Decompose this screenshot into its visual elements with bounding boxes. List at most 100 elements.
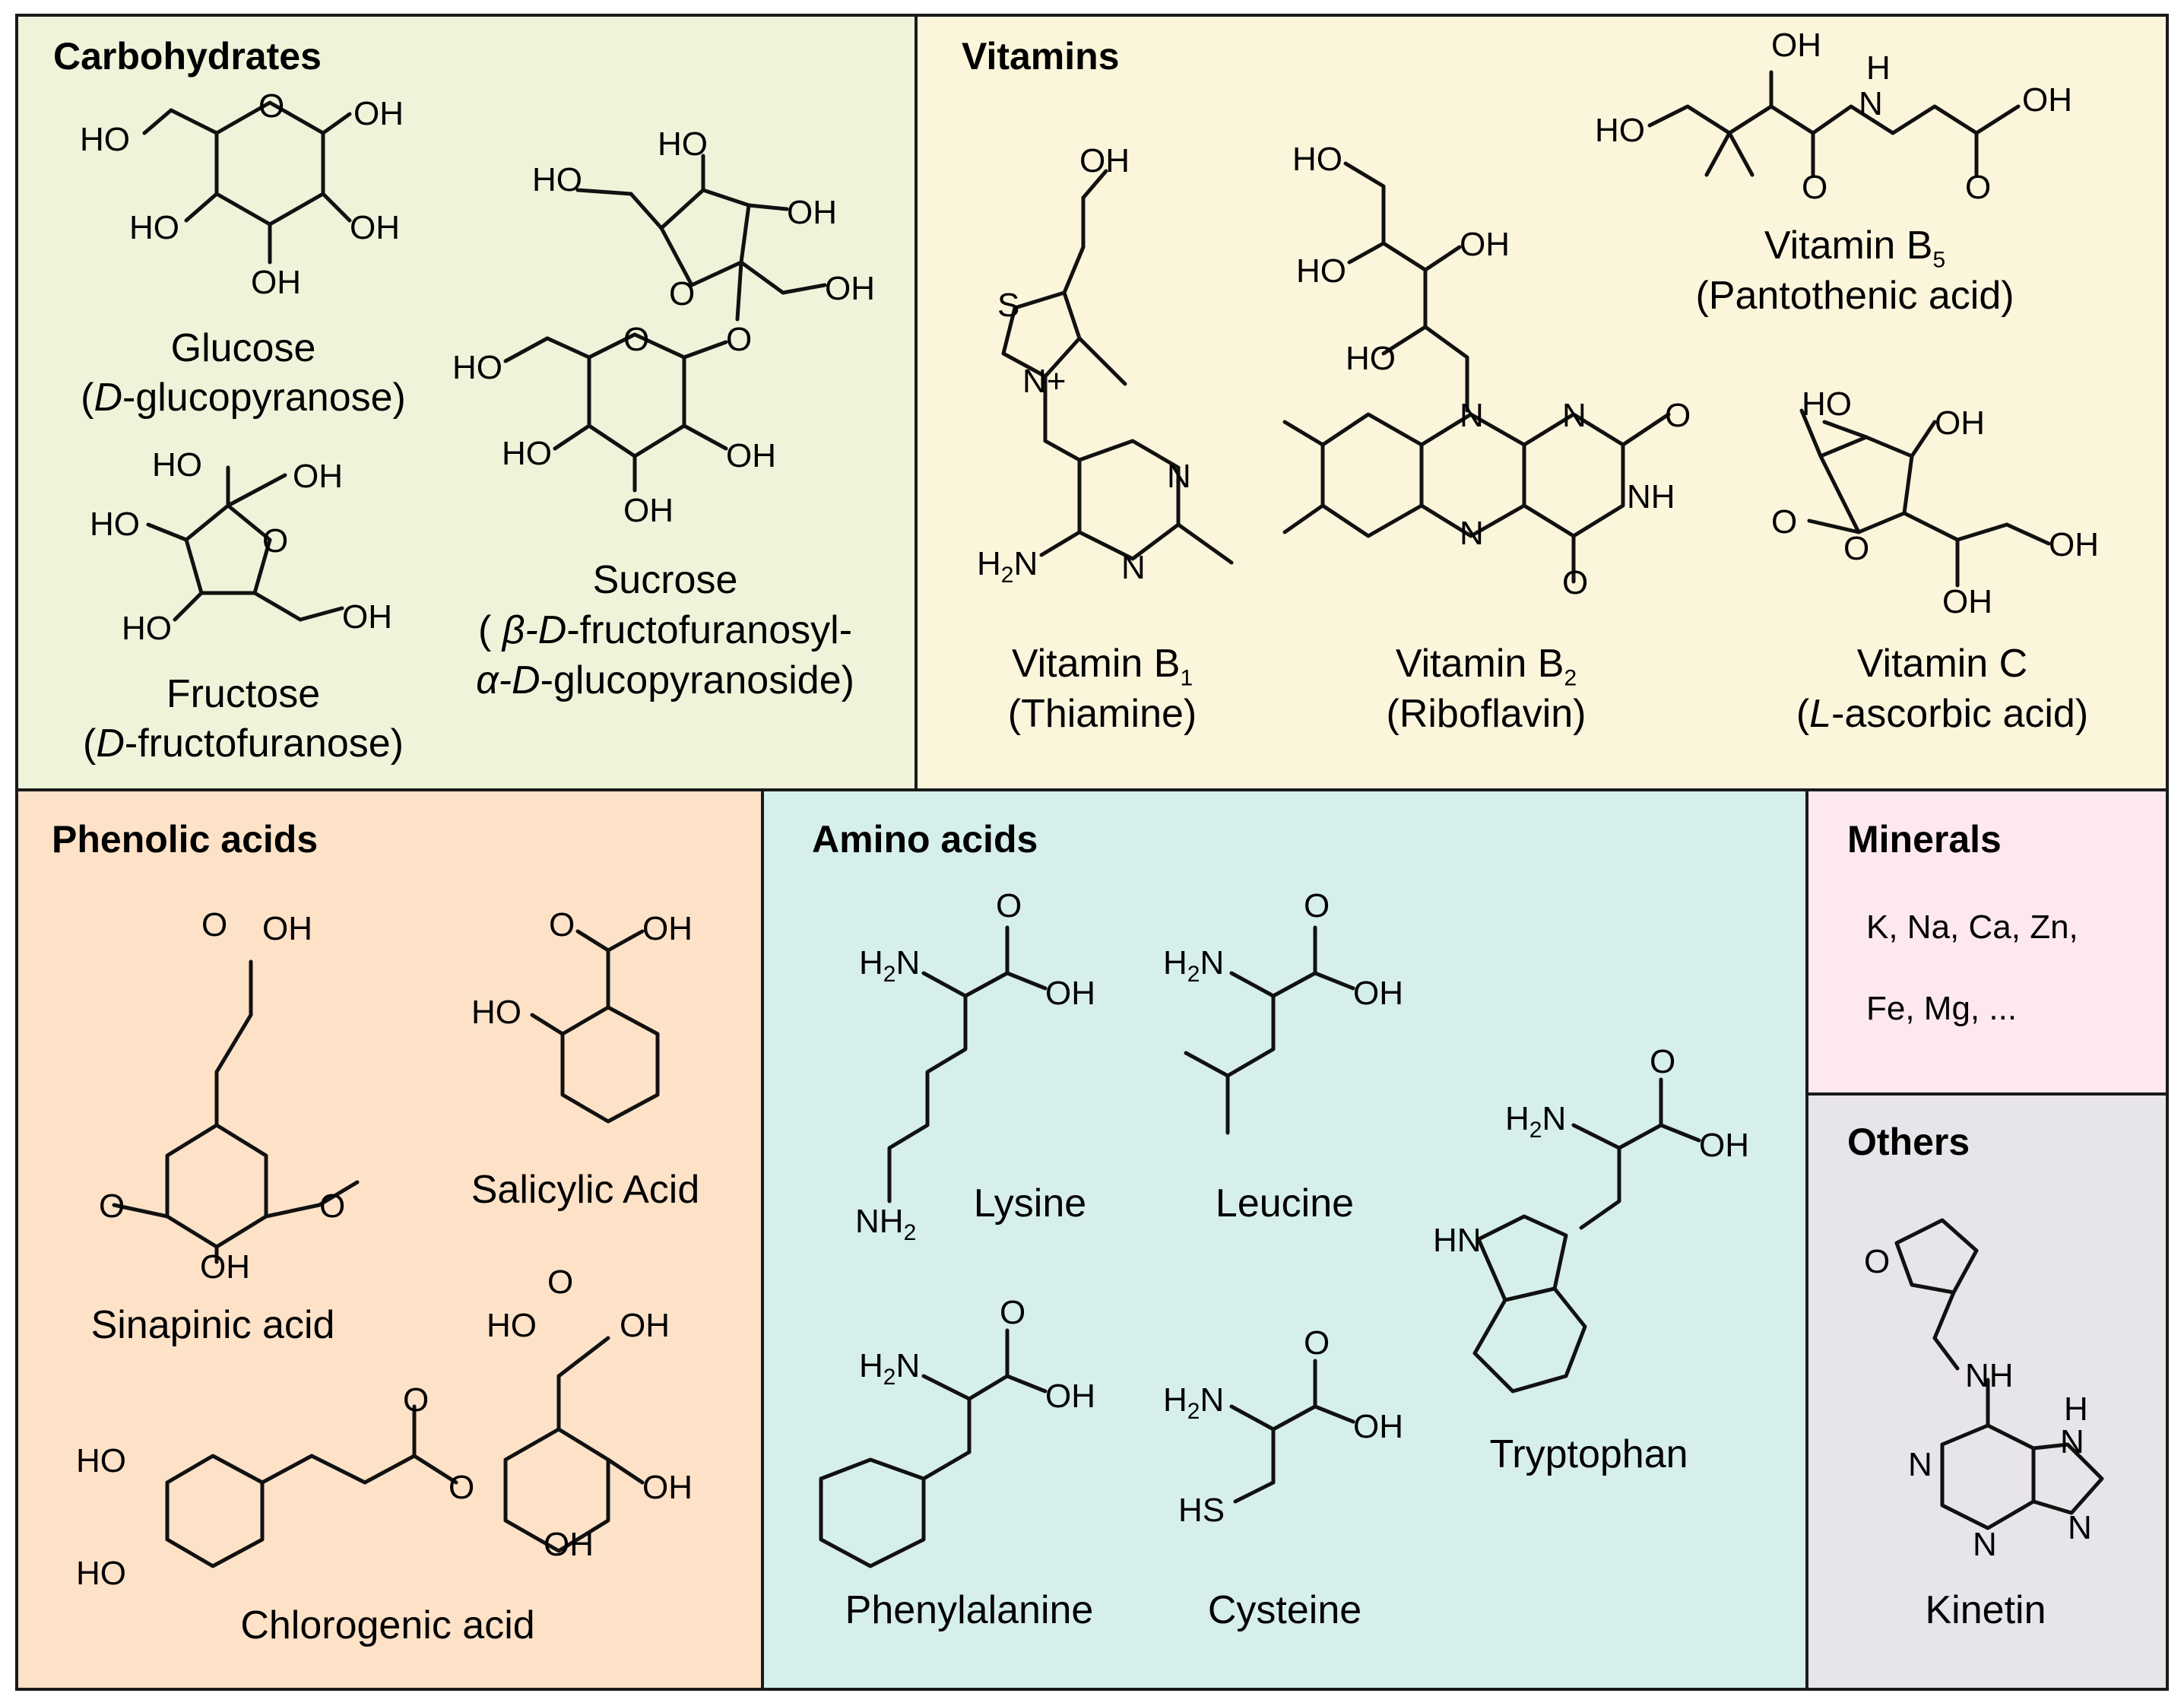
- atom-label: O: [549, 906, 575, 943]
- atom-label: OH: [1771, 27, 1821, 64]
- atom-label: O: [1304, 1324, 1330, 1362]
- atom-label: OH: [1942, 583, 1992, 620]
- atom-label: HO: [1296, 252, 1346, 290]
- atom-label: S: [997, 287, 1020, 324]
- cysteine-name: Cysteine: [1207, 1588, 1362, 1632]
- ascorbic-acid-structure: [1799, 408, 2051, 588]
- glucose-name: Glucose: [170, 326, 316, 370]
- vitamins-title: Vitamins: [962, 35, 1120, 78]
- atom-label: O: [403, 1381, 430, 1419]
- vitamin-b5-name: Vitamin B5: [1764, 224, 1946, 273]
- sucrose-iupac-line1: ( β-D-fructofuranosyl-: [477, 608, 853, 652]
- atom-label: OH: [1045, 1378, 1095, 1415]
- atom-label: O: [1304, 887, 1330, 924]
- atom-label: OH: [200, 1248, 250, 1286]
- vitamins-panel: [914, 14, 2169, 791]
- atom-label: OH: [293, 458, 343, 495]
- atom-label: O: [319, 1188, 346, 1225]
- atom-label: H: [1866, 49, 1891, 87]
- kinetin-name: Kinetin: [1925, 1588, 2046, 1632]
- atom-label: OH: [2049, 526, 2099, 563]
- atom-label: HO: [90, 506, 140, 543]
- atom-label: HO: [487, 1307, 537, 1344]
- atom-label: O: [201, 906, 228, 943]
- atom-label: HO: [122, 610, 172, 647]
- carbohydrates-title: Carbohydrates: [53, 35, 322, 78]
- atom-label: NH: [1965, 1357, 2014, 1394]
- atom-label: O: [99, 1188, 125, 1225]
- atom-label: H2N: [859, 1347, 921, 1390]
- atom-label: O: [1965, 169, 1992, 206]
- atom-label: H2N: [1505, 1100, 1567, 1143]
- atom-label: OH: [342, 598, 392, 636]
- vitamin-b1-common: (Thiamine): [1007, 692, 1197, 736]
- sinapinic-acid-structure: [112, 959, 360, 1264]
- sucrose-iupac-line2: α-D-glucopyranoside): [476, 658, 854, 702]
- vitamin-b5-common: (Pantothenic acid): [1695, 274, 2014, 318]
- chlorogenic-acid-name: Chlorogenic acid: [240, 1603, 535, 1647]
- atom-label: O: [449, 1469, 475, 1506]
- vitamin-b2-common: (Riboflavin): [1386, 692, 1586, 736]
- phenolic-acids-title: Phenolic acids: [52, 818, 319, 861]
- atom-label: O: [1562, 564, 1589, 601]
- phenylalanine-structure: [819, 1328, 1048, 1568]
- vitamin-c-common: (L-ascorbic acid): [1796, 692, 2089, 736]
- atom-label: HS: [1178, 1492, 1225, 1529]
- phenolic-acids-panel: [15, 788, 764, 1691]
- atom-label: OH: [1353, 1408, 1403, 1445]
- minerals-title: Minerals: [1847, 818, 2002, 861]
- amino-acids-panel: [761, 788, 1808, 1691]
- atom-label: HO: [1292, 141, 1342, 178]
- atom-label: OH: [1935, 404, 1985, 442]
- atom-label: NH: [1627, 478, 1675, 515]
- atom-label: N: [1167, 458, 1191, 495]
- tryptophan-name: Tryptophan: [1489, 1432, 1688, 1476]
- atom-label: OH: [1699, 1127, 1749, 1164]
- lysine-name: Lysine: [973, 1181, 1087, 1226]
- sucrose-structure: [503, 154, 827, 493]
- atom-label: OH: [262, 910, 312, 947]
- phenylalanine-name: Phenylalanine: [845, 1588, 1094, 1632]
- atom-label: HO: [76, 1555, 126, 1592]
- riboflavin-structure: [1282, 161, 1671, 584]
- atom-label: OH: [1045, 975, 1095, 1012]
- atom-label: O: [1665, 397, 1691, 434]
- atom-label: HO: [1595, 112, 1645, 149]
- atom-label: N: [1460, 397, 1484, 434]
- atom-label: OH: [787, 194, 837, 231]
- atom-label: O: [623, 321, 650, 358]
- atom-label: HO: [80, 121, 130, 158]
- atom-label: O: [669, 275, 696, 312]
- atom-label: N+: [1022, 363, 1067, 400]
- glucose-structure: [142, 100, 352, 265]
- atom-label: O: [1000, 1294, 1026, 1331]
- atom-label: HO: [129, 209, 179, 246]
- atom-label: NH2: [855, 1203, 917, 1245]
- atom-label: HN: [1433, 1222, 1482, 1259]
- atom-label: OH: [623, 492, 674, 529]
- sinapinic-acid-name: Sinapinic acid: [90, 1303, 335, 1347]
- salicylic-acid-structure: [530, 929, 660, 1124]
- atom-label: HO: [76, 1442, 126, 1479]
- atom-label: O: [258, 87, 285, 125]
- salicylic-acid-name: Salicylic Acid: [471, 1168, 700, 1212]
- atom-label: N: [1859, 85, 1883, 122]
- atom-label: OH: [726, 437, 776, 474]
- atom-label: N: [2068, 1509, 2092, 1546]
- atom-label: HO: [532, 161, 582, 198]
- atom-label: O: [1650, 1043, 1676, 1080]
- atom-label: HO: [1346, 340, 1396, 377]
- atom-label: H2N: [1163, 944, 1225, 987]
- atom-label: HO: [1802, 385, 1852, 423]
- atom-label: O: [996, 887, 1022, 924]
- atom-label: OH: [350, 209, 400, 246]
- atom-label: N: [1460, 515, 1484, 552]
- atom-label: H2N: [859, 944, 921, 987]
- glucose-iupac: (D-glucopyranose): [81, 376, 406, 420]
- vitamin-b1-name: Vitamin B1: [1011, 642, 1193, 691]
- others-title: Others: [1847, 1121, 1970, 1163]
- atom-label: O: [547, 1264, 574, 1301]
- atom-label: O: [1864, 1243, 1891, 1280]
- atom-label: N: [1121, 549, 1146, 586]
- atom-label: N: [1562, 397, 1586, 434]
